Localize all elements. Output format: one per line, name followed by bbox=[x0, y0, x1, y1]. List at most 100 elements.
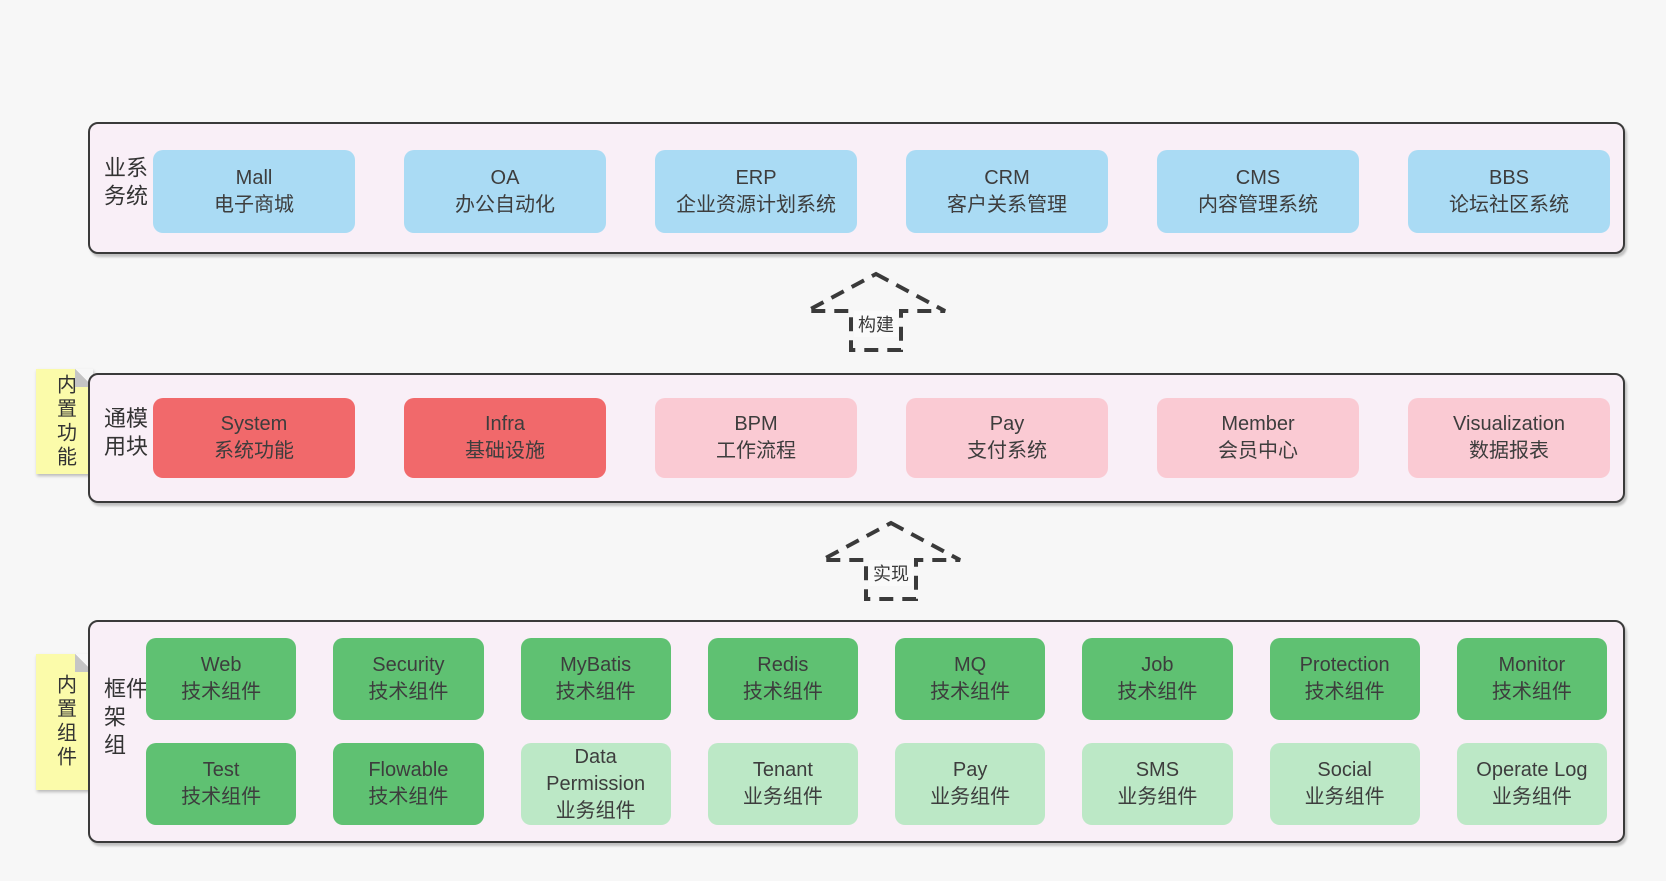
box-name: Security bbox=[372, 654, 445, 676]
box-desc: 技术组件 bbox=[1491, 681, 1572, 703]
box-name: Flowable bbox=[368, 759, 449, 781]
box-desc: 工作流程 bbox=[716, 440, 796, 462]
box-flowable: Flowable 技术组件 bbox=[333, 743, 484, 825]
box-desc: 企业资源计划系统 bbox=[676, 193, 836, 216]
build-arrow-label: 构建 bbox=[854, 311, 898, 337]
box-name: MyBatis bbox=[560, 654, 632, 676]
box-test: Test 技术组件 bbox=[146, 743, 297, 825]
box-desc: 业务组件 bbox=[1304, 786, 1385, 808]
box-desc: 技术组件 bbox=[181, 786, 262, 808]
box-visualization: Visualization 数据报表 bbox=[1408, 398, 1610, 478]
box-name: Pay bbox=[952, 759, 988, 781]
box-desc: 支付系统 bbox=[967, 440, 1047, 462]
box-name: OA bbox=[490, 166, 520, 189]
box-name: System bbox=[220, 413, 288, 435]
builtin-features-tab-label: 内置功能 bbox=[53, 373, 76, 470]
box-tenant: Tenant 业务组件 bbox=[707, 743, 858, 825]
box-desc: 业务组件 bbox=[930, 786, 1011, 808]
box-erp: ERP 企业资源计划系统 bbox=[655, 150, 857, 233]
box-bbs: BBS 论坛社区系统 bbox=[1408, 150, 1610, 233]
box-oa: OA 办公自动化 bbox=[404, 150, 606, 233]
box-name: Job bbox=[1141, 654, 1174, 676]
layer-framework-components: 框架组件 Web 技术组件 Security 技术组件 MyBatis 技术组件… bbox=[88, 620, 1625, 843]
box-crm: CRM 客户关系管理 bbox=[906, 150, 1108, 233]
box-infra: Infra 基础设施 bbox=[404, 398, 606, 478]
layer-business-systems: 业务系统 Mall 电子商城 OA 办公自动化 ERP 企业资源计划系统 CRM… bbox=[88, 122, 1625, 254]
box-pay-module: Pay 支付系统 bbox=[906, 398, 1108, 478]
layer-label-modules: 通用模块 bbox=[101, 406, 148, 463]
layer-label-business: 业务系统 bbox=[101, 156, 148, 212]
box-desc: 内容管理系统 bbox=[1198, 193, 1318, 216]
box-desc: 办公自动化 bbox=[455, 193, 555, 216]
dashed-up-arrow-icon bbox=[806, 271, 946, 352]
box-desc: 技术组件 bbox=[555, 681, 636, 703]
box-security: Security 技术组件 bbox=[333, 638, 484, 720]
implement-arrow: 实现 bbox=[816, 520, 966, 602]
box-desc: 会员中心 bbox=[1218, 440, 1298, 462]
box-name: BPM bbox=[734, 413, 778, 435]
box-name: Visualization bbox=[1453, 413, 1565, 435]
box-member: Member 会员中心 bbox=[1157, 398, 1359, 478]
box-desc: 技术组件 bbox=[181, 681, 262, 703]
box-desc: 技术组件 bbox=[1304, 681, 1385, 703]
box-monitor: Monitor 技术组件 bbox=[1456, 638, 1607, 720]
box-name: Redis bbox=[757, 654, 809, 676]
box-name: CMS bbox=[1235, 166, 1281, 189]
box-name: Test bbox=[202, 759, 240, 781]
box-name: BBS bbox=[1488, 166, 1530, 189]
box-name: CRM bbox=[984, 166, 1030, 189]
box-job: Job 技术组件 bbox=[1082, 638, 1233, 720]
layer-common-modules: 通用模块 System 系统功能 Infra 基础设施 BPM 工作流程 Pay… bbox=[88, 373, 1625, 503]
box-desc: 系统功能 bbox=[214, 440, 294, 462]
box-name: Infra bbox=[484, 413, 526, 435]
box-desc: 基础设施 bbox=[465, 440, 545, 462]
builtin-components-tab: 内置组件 bbox=[36, 654, 93, 790]
box-name: MQ bbox=[954, 654, 987, 676]
box-desc: 客户关系管理 bbox=[947, 193, 1067, 216]
builtin-components-tab-label: 内置组件 bbox=[53, 674, 76, 770]
box-name: ERP bbox=[735, 166, 777, 189]
layer-label-components: 框架组件 bbox=[101, 676, 148, 761]
box-desc: 技术组件 bbox=[368, 681, 449, 703]
box-name: SMS bbox=[1135, 759, 1180, 781]
box-desc: 技术组件 bbox=[1117, 681, 1198, 703]
box-desc: 业务组件 bbox=[1491, 786, 1572, 808]
box-name: Data Permission bbox=[546, 745, 646, 795]
modules-box-row: System 系统功能 Infra 基础设施 BPM 工作流程 Pay 支付系统… bbox=[153, 398, 1610, 478]
box-name: Tenant bbox=[752, 759, 813, 781]
box-name: Social bbox=[1317, 759, 1372, 781]
box-data-permission: Data Permission 业务组件 bbox=[520, 743, 671, 825]
box-operate-log: Operate Log 业务组件 bbox=[1456, 743, 1607, 825]
box-desc: 业务组件 bbox=[742, 786, 823, 808]
box-mall: Mall 电子商城 bbox=[153, 150, 355, 233]
components-box-row-2: Test 技术组件 Flowable 技术组件 Data Permission … bbox=[146, 743, 1607, 825]
implement-arrow-label: 实现 bbox=[869, 560, 913, 586]
box-desc: 业务组件 bbox=[1117, 786, 1198, 808]
box-desc: 电子商城 bbox=[214, 193, 294, 216]
box-cms: CMS 内容管理系统 bbox=[1157, 150, 1359, 233]
business-box-row: Mall 电子商城 OA 办公自动化 ERP 企业资源计划系统 CRM 客户关系… bbox=[153, 150, 1610, 233]
dashed-up-arrow-icon bbox=[821, 520, 961, 601]
box-protection: Protection 技术组件 bbox=[1269, 638, 1420, 720]
box-bpm: BPM 工作流程 bbox=[655, 398, 857, 478]
box-redis: Redis 技术组件 bbox=[707, 638, 858, 720]
builtin-features-tab: 内置功能 bbox=[36, 369, 93, 474]
box-desc: 技术组件 bbox=[368, 786, 449, 808]
box-name: Protection bbox=[1299, 654, 1390, 676]
box-sms: SMS 业务组件 bbox=[1082, 743, 1233, 825]
box-name: Operate Log bbox=[1476, 759, 1588, 781]
box-system: System 系统功能 bbox=[153, 398, 355, 478]
box-mybatis: MyBatis 技术组件 bbox=[520, 638, 671, 720]
box-desc: 论坛社区系统 bbox=[1449, 193, 1569, 216]
box-web: Web 技术组件 bbox=[146, 638, 297, 720]
box-name: Member bbox=[1221, 413, 1295, 435]
box-name: Pay bbox=[989, 413, 1025, 435]
box-desc: 技术组件 bbox=[742, 681, 823, 703]
box-name: Monitor bbox=[1498, 654, 1566, 676]
box-name: Web bbox=[200, 654, 242, 676]
components-box-row-1: Web 技术组件 Security 技术组件 MyBatis 技术组件 Redi… bbox=[146, 638, 1607, 720]
box-pay-component: Pay 业务组件 bbox=[895, 743, 1046, 825]
box-mq: MQ 技术组件 bbox=[895, 638, 1046, 720]
box-desc: 技术组件 bbox=[930, 681, 1011, 703]
